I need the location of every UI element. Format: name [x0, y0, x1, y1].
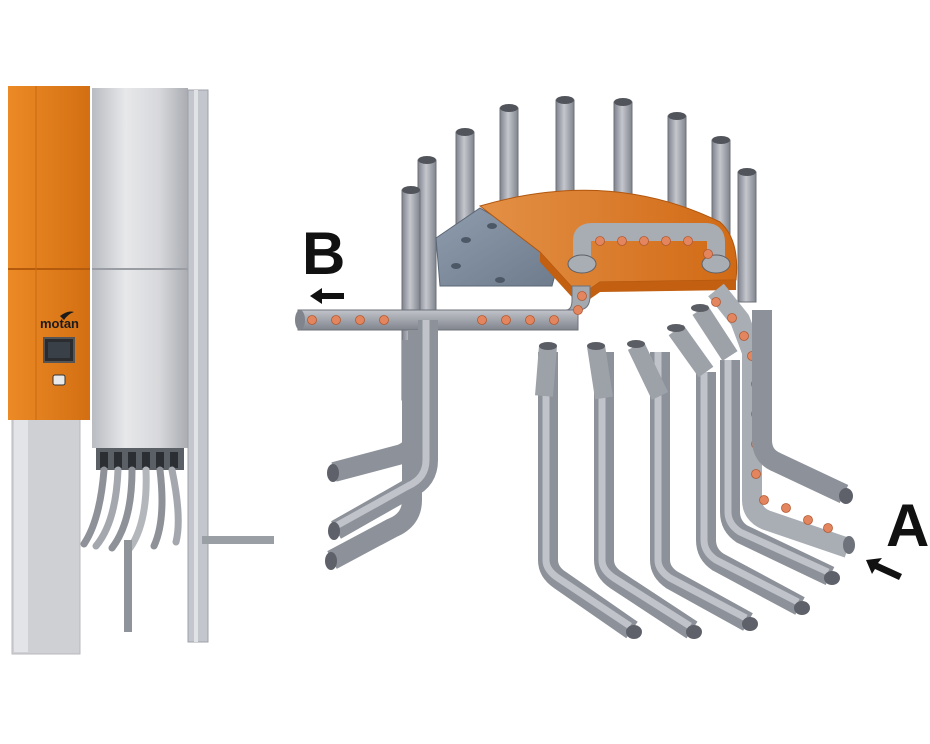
coupling-station-machine: motan: [8, 86, 274, 655]
logo-swoosh-icon: [60, 311, 74, 320]
outlet-tube: [295, 285, 591, 331]
inlet-label: A: [886, 492, 929, 559]
brand-logo: motan: [40, 316, 79, 331]
machine-cylinder-lower: [92, 270, 188, 448]
floor-rail: [202, 536, 274, 544]
lower-tube-ring: [325, 304, 853, 639]
machine-hoses: [80, 466, 182, 552]
machine-orange-housing-top: [8, 86, 90, 268]
distributor-orange-disc: [478, 189, 738, 297]
outlet-label: B: [302, 220, 345, 287]
tube-distributor-diagram: B A: [295, 96, 929, 639]
arrow-upleft-icon: [866, 558, 902, 580]
transfer-bend-tube: [567, 223, 731, 274]
machine-cylinder-upper: [92, 88, 188, 268]
control-button: [52, 374, 66, 386]
arrow-left-icon: [310, 288, 344, 304]
